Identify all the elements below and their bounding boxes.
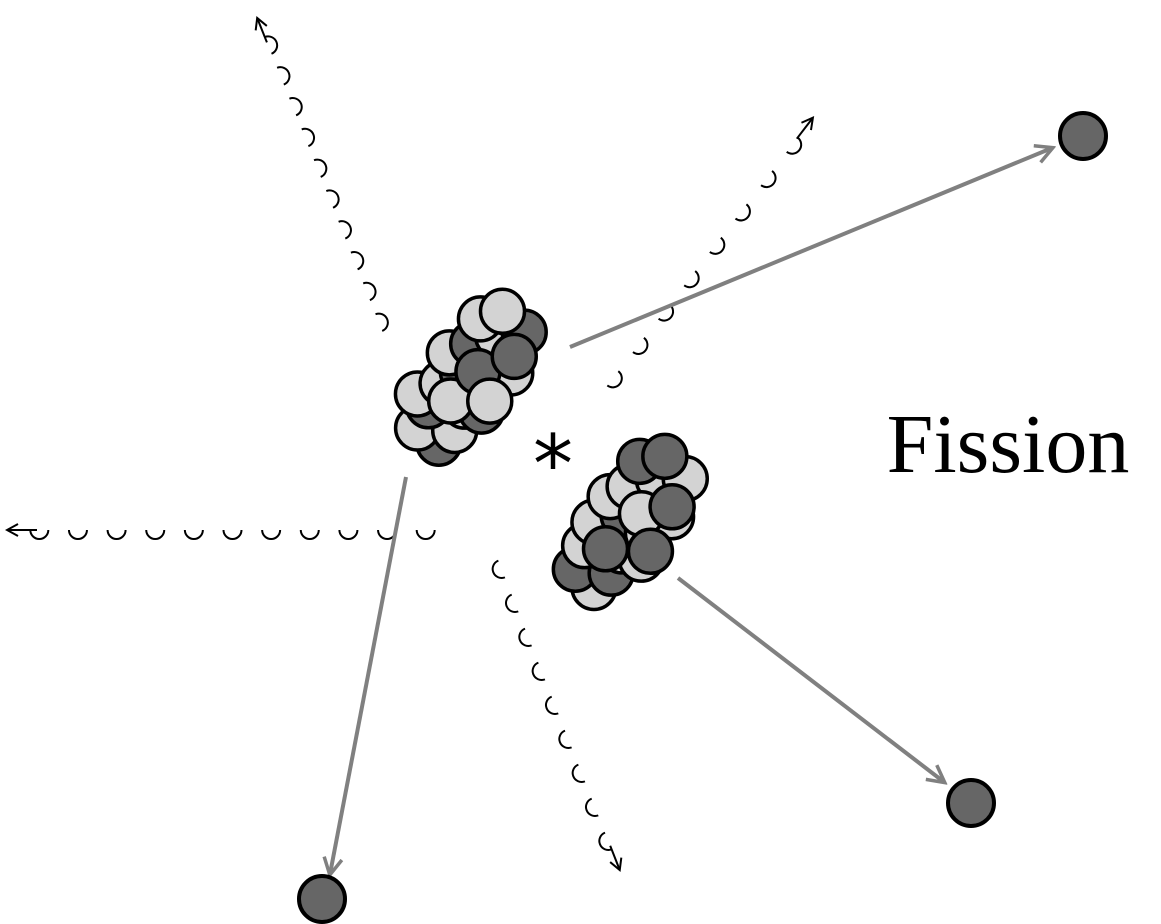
neutron-upper-right (1058, 111, 1108, 161)
nucleon-neutron (648, 483, 696, 531)
gamma-wave-segment (531, 661, 546, 681)
gamma-wave-segment (145, 529, 166, 540)
gamma-wave-segment (375, 312, 389, 332)
gamma-wave-segment (338, 529, 359, 540)
gamma-wave-segment (505, 593, 519, 613)
gamma-wave-segment (313, 158, 328, 178)
gamma-arrow (796, 118, 813, 140)
fission-label: Fission (887, 398, 1130, 491)
gamma-arrow (609, 845, 619, 869)
gamma-wave-segment (734, 203, 751, 222)
excitation-asterisk: * (533, 418, 573, 511)
gamma-wave-segment (545, 695, 559, 715)
gamma-wave-segment (29, 529, 50, 540)
gamma-wave-segment (598, 831, 612, 851)
gamma-wave-segment (362, 281, 377, 302)
gamma-wave-segment (491, 559, 506, 579)
neutron-lower-right (946, 778, 996, 828)
gamma-wave-segment (338, 220, 352, 240)
neutron-track-lower-right (676, 576, 944, 782)
gamma-wave-segment (709, 236, 726, 255)
gamma-ray-up-left (258, 19, 389, 332)
gamma-wave-segment (760, 170, 777, 188)
nucleon-neutron (490, 332, 538, 381)
gamma-wave-segment (276, 66, 291, 86)
gamma-wave-segment (683, 270, 700, 289)
gamma-arrow (258, 19, 268, 43)
gamma-wave-segment (632, 337, 649, 355)
gamma-wave-segment (350, 251, 365, 271)
neutron-track-upper-right (569, 148, 1052, 349)
gamma-wave-segment (518, 627, 532, 647)
gamma-wave-segment (585, 797, 599, 817)
gamma-wave-segment (786, 136, 803, 155)
nucleon-neutron (581, 525, 630, 573)
gamma-wave-segment (301, 127, 315, 148)
gamma-ray-left (8, 529, 436, 540)
gamma-wave-segment (222, 529, 243, 540)
gamma-wave-segment (571, 763, 586, 783)
gamma-wave-segment (558, 729, 572, 749)
nucleon-proton (466, 377, 514, 425)
gamma-wave-segment (606, 370, 623, 389)
gamma-wave-segment (261, 529, 282, 540)
gamma-wave-segment (264, 35, 279, 55)
gamma-wave-segment (289, 97, 303, 117)
gamma-ray-up-right (606, 118, 813, 389)
nucleon-neutron (626, 527, 675, 576)
fission-fragment-upper (393, 287, 548, 467)
fission-fragment-lower (551, 432, 710, 612)
gamma-wave-segment (67, 529, 88, 540)
gamma-wave-segment (325, 189, 340, 209)
neutron-track-lower-left (330, 476, 408, 874)
neutron-lower-left (297, 874, 347, 924)
nucleon-proton (478, 287, 527, 336)
gamma-wave-segment (183, 529, 204, 540)
nucleon-neutron (641, 432, 689, 481)
gamma-ray-down (491, 559, 620, 870)
gamma-wave-segment (106, 529, 127, 540)
gamma-wave-segment (299, 529, 320, 540)
gamma-wave-segment (415, 529, 436, 540)
